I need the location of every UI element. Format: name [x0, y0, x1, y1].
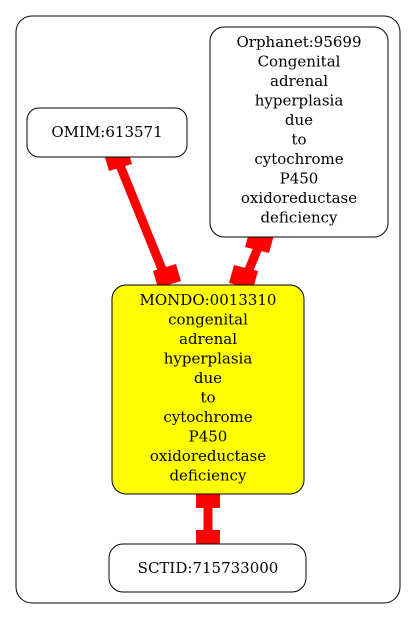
node-mondo-line: hyperplasia — [164, 350, 253, 368]
node-orphanet-line: to — [291, 131, 306, 149]
node-mondo-line: adrenal — [179, 330, 237, 348]
node-orphanet-line: due — [285, 111, 313, 129]
node-mondo-line: deficiency — [169, 467, 247, 485]
node-orphanet-line: oxidoreductase — [241, 189, 357, 207]
node-orphanet-line: P450 — [280, 170, 319, 188]
node-orphanet-line: hyperplasia — [255, 92, 344, 110]
node-mondo-line: cytochrome — [163, 408, 252, 426]
node-sctid-label: SCTID:715733000 — [138, 559, 279, 577]
node-sctid-line: SCTID:715733000 — [138, 559, 279, 577]
node-orphanet-line: cytochrome — [254, 150, 343, 168]
node-sctid[interactable]: SCTID:715733000 — [108, 543, 307, 593]
node-mondo-line: P450 — [189, 428, 228, 446]
node-orphanet-line: deficiency — [260, 209, 338, 227]
node-mondo-line: oxidoreductase — [150, 447, 266, 465]
node-orphanet-line: Congenital — [258, 53, 341, 71]
node-mondo-line: due — [194, 369, 222, 387]
node-mondo-line: to — [200, 389, 215, 407]
node-orphanet-line: adrenal — [270, 72, 328, 90]
node-mondo-line: congenital — [168, 311, 248, 329]
node-omim[interactable]: OMIM:613571 — [26, 107, 188, 158]
node-omim-line: OMIM:613571 — [51, 123, 162, 141]
node-omim-label: OMIM:613571 — [51, 123, 162, 141]
node-mondo-line: MONDO:0013310 — [140, 291, 277, 309]
node-orphanet-line: Orphanet:95699 — [236, 33, 361, 51]
